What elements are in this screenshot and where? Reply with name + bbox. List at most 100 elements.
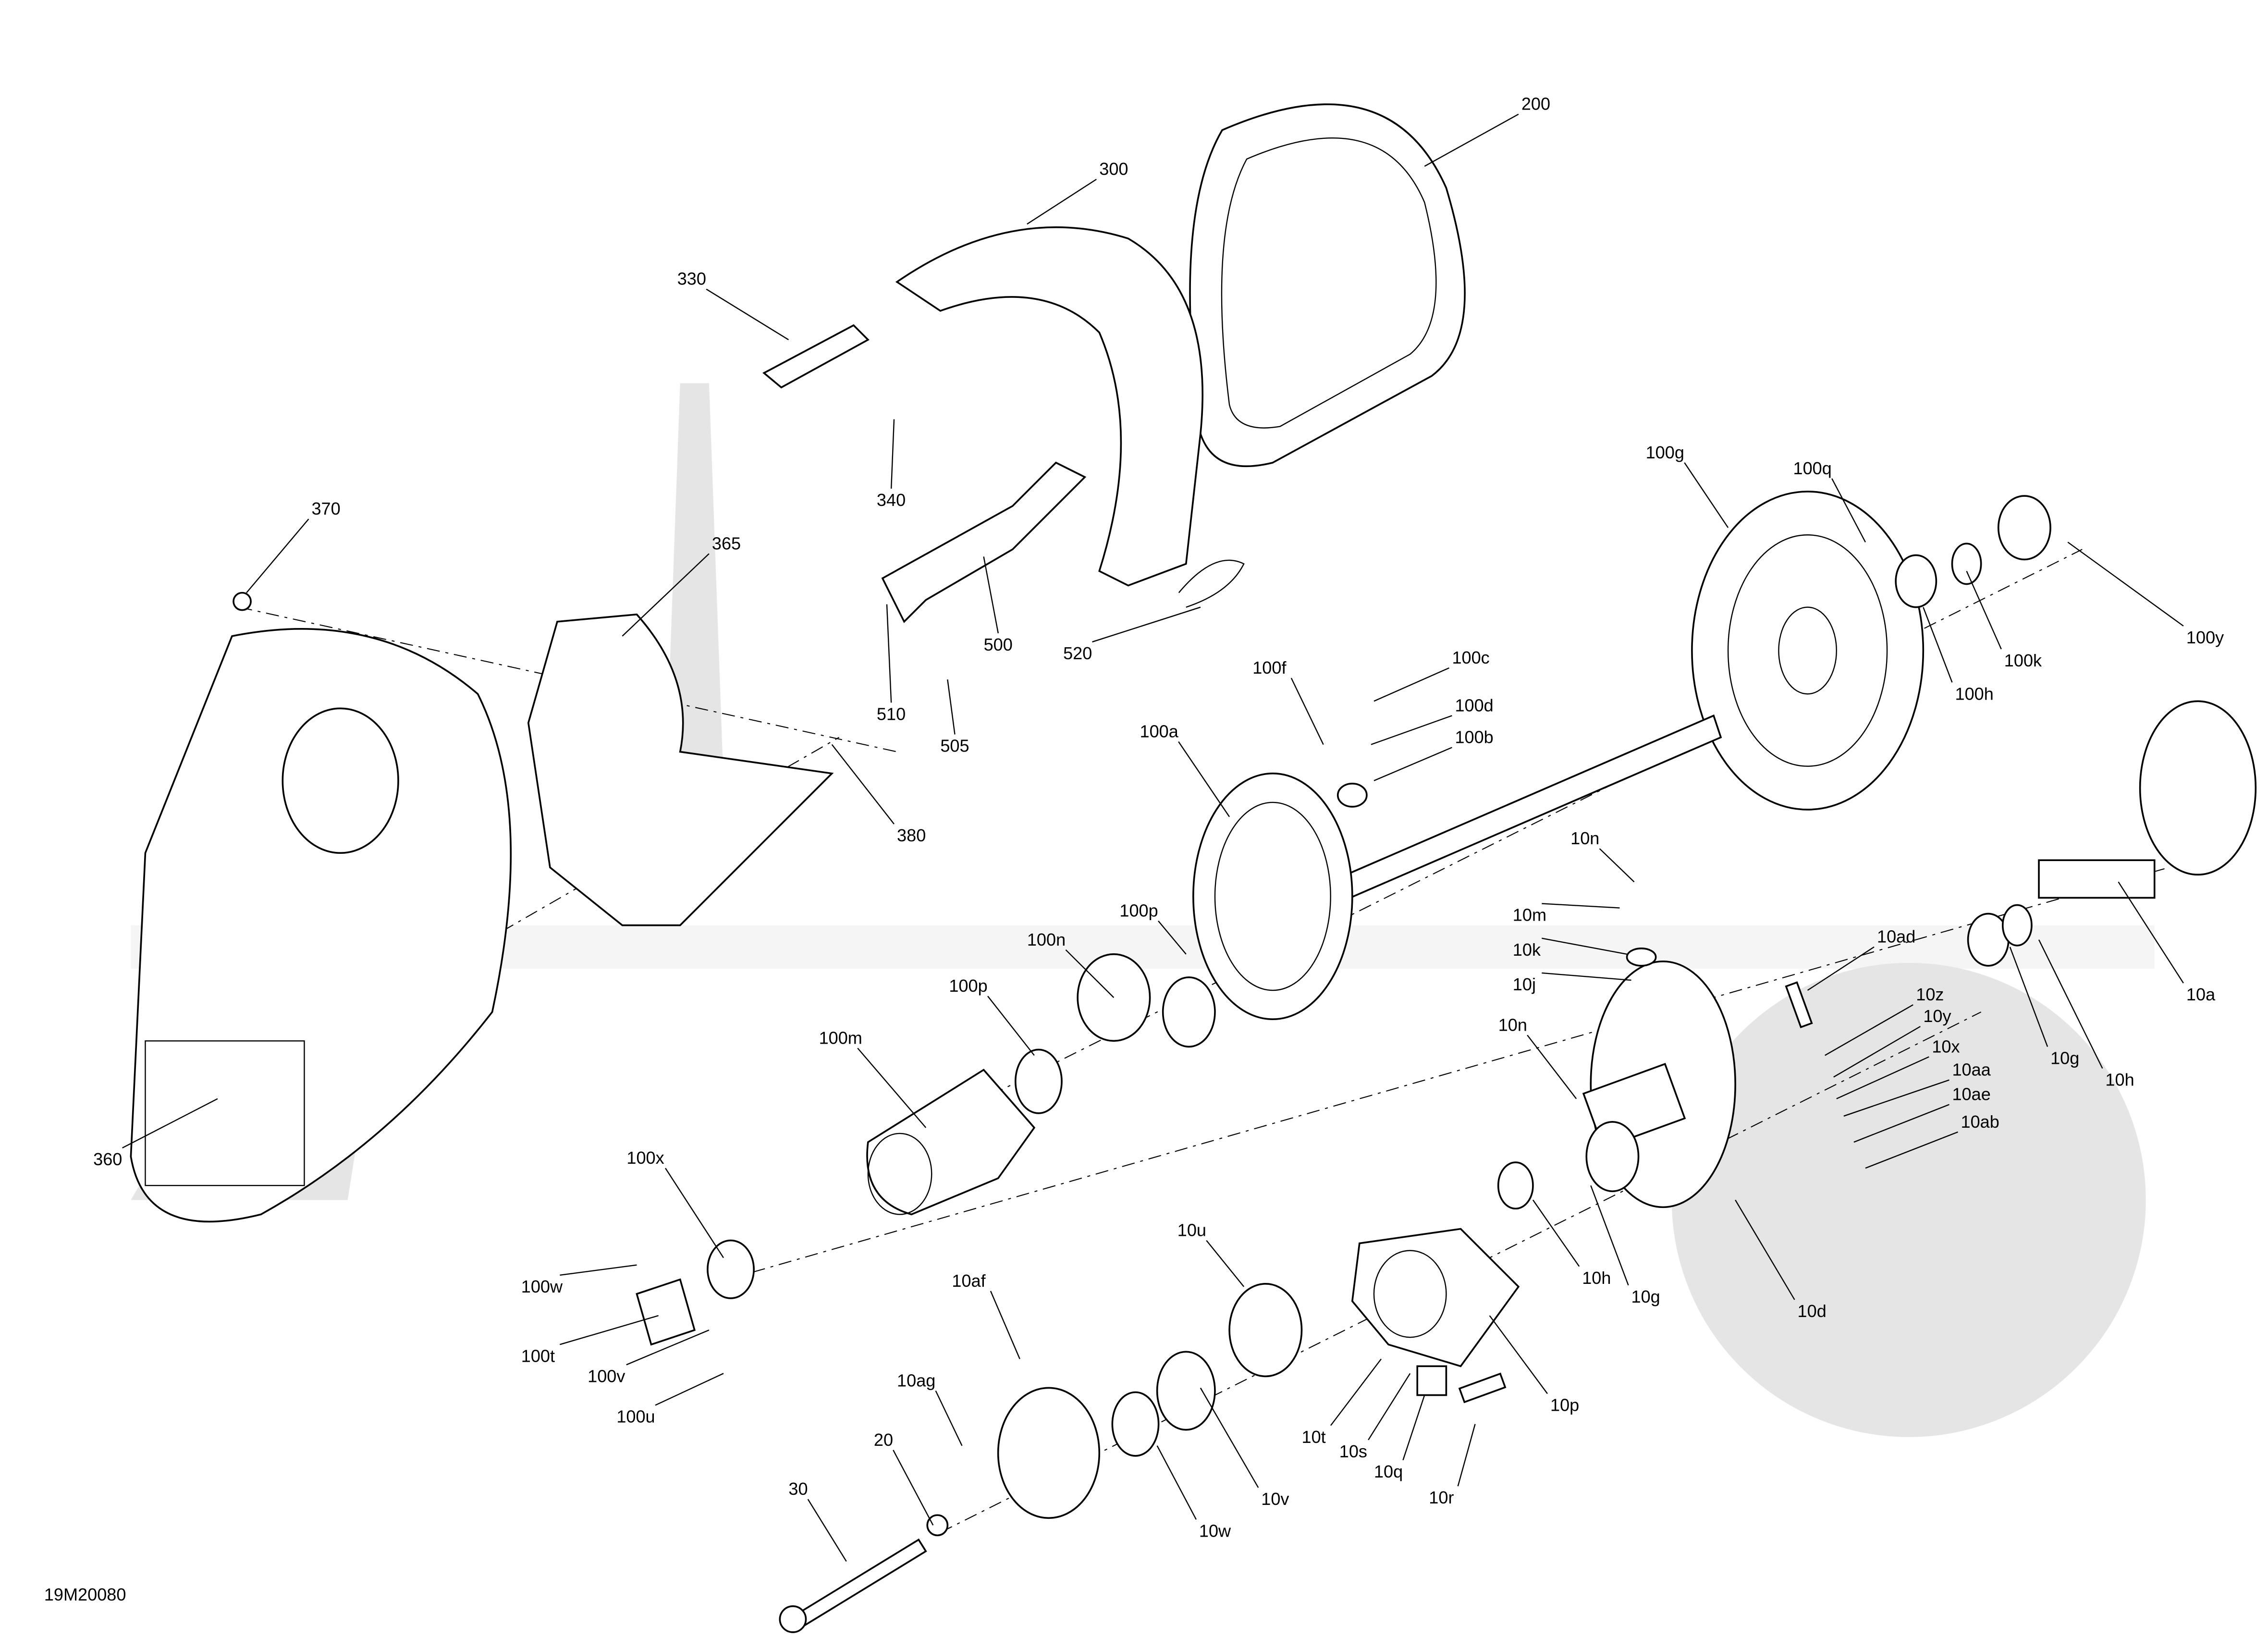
callout-30: 30 [788,1479,808,1499]
leader-line-100m [857,1047,927,1128]
leader-line-10t [1330,1358,1382,1426]
leader-line-10g [1590,1185,1629,1286]
leader-line-10w [1156,1445,1197,1520]
callout-10h: 10h [2105,1070,2134,1090]
callout-520: 520 [1063,643,1092,663]
leader-line-100p [987,996,1035,1056]
callout-100h: 100h [1955,684,1994,703]
callout-100q: 100q [1793,458,1832,478]
callout-10t: 10t [1302,1427,1326,1447]
bushing-10v [1156,1351,1216,1431]
leader-line-520 [1092,606,1201,643]
callout-10x: 10x [1932,1036,1960,1056]
leader-line-100x [665,1168,724,1258]
callout-200: 200 [1521,94,1550,114]
callout-10ag: 10ag [897,1370,935,1390]
leader-line-100u [655,1373,724,1406]
spider-100m [866,1069,1036,1216]
ring-10h-r [2001,904,2033,947]
leader-lines [122,113,2184,1562]
roller-10q [1416,1365,1447,1396]
callout-100k: 100k [2004,651,2042,670]
leader-line-100k [1966,570,2002,650]
bolt-30 [787,1538,927,1632]
callout-10af: 10af [952,1271,986,1291]
callout-10n: 10n [1570,828,1599,848]
callout-100a: 100a [1140,722,1179,741]
leader-line-10d [1735,1199,1795,1300]
callout-labels: 200300330340370365500510505520380100g100… [93,94,2224,1541]
callout-500: 500 [984,635,1013,654]
callout-100w: 100w [521,1277,563,1296]
washer-100x [707,1239,755,1299]
leader-line-10h [1532,1199,1580,1267]
callout-505: 505 [940,736,969,756]
leader-line-10y [1833,1026,1921,1078]
leader-line-100w [560,1264,637,1276]
clip-520 [1178,559,1245,608]
washer-10k [1626,947,1657,967]
nut-100t [636,1278,696,1346]
belt-guard [895,226,1203,587]
leader-line-380 [831,744,895,825]
leader-line-330 [706,288,789,341]
leader-line-510 [886,604,892,703]
callout-10n: 10n [1498,1015,1527,1035]
ring-100k [1951,542,1982,585]
leader-line-10a [2118,881,2184,984]
callout-10z: 10z [1916,985,1944,1004]
pin-10ad [1785,981,1813,1028]
callout-100g: 100g [1646,443,1684,462]
callout-100d: 100d [1455,695,1493,715]
leader-line-10aa [1843,1079,1949,1117]
leader-line-100t [560,1315,659,1345]
ring-100p-a [1162,976,1216,1048]
leader-line-30 [807,1499,847,1562]
callout-300: 300 [1099,159,1128,179]
ring-10h [1497,1161,1534,1210]
leader-line-20 [893,1450,934,1526]
leader-line-100y [2067,542,2184,627]
callout-100u: 100u [616,1407,655,1427]
callout-10w: 10w [1199,1521,1231,1540]
callout-10u: 10u [1177,1220,1206,1240]
leader-line-100n [1065,949,1115,998]
sheave-100g [1691,491,1925,811]
leader-line-10r [1457,1424,1476,1487]
plug-370 [233,591,252,611]
leader-line-10ag [935,1390,963,1446]
callout-10g: 10g [1631,1287,1660,1306]
sheave-100a [1192,772,1353,1021]
callout-360: 360 [93,1149,122,1169]
callout-510: 510 [877,704,906,724]
leader-line-100g [1684,462,1729,528]
leader-line-100q [1831,478,1866,542]
callout-100p: 100p [1119,901,1158,921]
washer-20 [926,1514,949,1537]
cover-10af [997,1387,1101,1519]
leader-line-370 [246,518,309,593]
leader-line-10af [990,1291,1020,1359]
leader-line-100f [1290,677,1324,745]
callout-10q: 10q [1374,1462,1403,1481]
callout-100p: 100p [949,976,987,996]
leader-line-10g [2009,947,2048,1047]
leader-line-10s [1368,1373,1411,1441]
bracket-500 [881,461,1087,623]
callout-10j: 10j [1513,974,1536,994]
callout-10m: 10m [1513,905,1546,925]
leader-line-10k [1542,937,1627,955]
leader-line-10n [1527,1035,1577,1099]
callout-380: 380 [897,825,926,845]
seal-100y [1997,495,2051,561]
ring-10w [1111,1391,1160,1457]
callout-100y: 100y [2186,628,2224,647]
leader-line-500 [983,556,999,634]
callout-100x: 100x [626,1148,664,1168]
leader-line-365 [622,553,710,637]
bracket-330 [762,324,870,389]
roller-100b [1336,782,1368,808]
leader-line-100a [1178,741,1230,817]
belt [1189,103,1466,468]
